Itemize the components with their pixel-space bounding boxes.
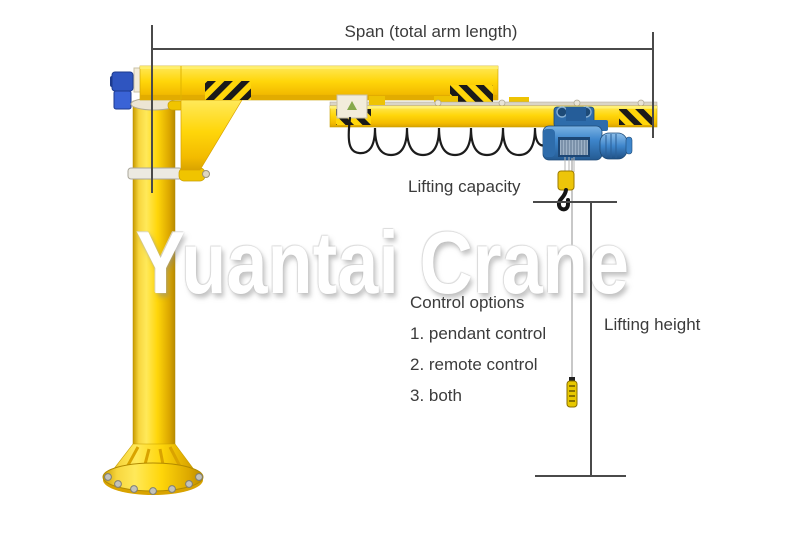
hoist-motor xyxy=(599,132,633,160)
hazard-stripe xyxy=(450,85,493,102)
control-option-pendant: 1. pendant control xyxy=(410,324,547,343)
brand-watermark: Yuantai Crane xyxy=(136,213,629,312)
pendant-controller xyxy=(566,377,578,408)
span-label: Span (total arm length) xyxy=(344,22,518,41)
lifting-height-label: Lifting height xyxy=(604,315,701,334)
track-label-box xyxy=(336,94,368,119)
control-options-title: Control options xyxy=(410,293,525,312)
hazard-stripe xyxy=(205,81,251,100)
festoon-cable xyxy=(347,116,559,157)
jib-arm xyxy=(139,65,499,171)
hook-icon xyxy=(556,188,570,212)
wire-rope xyxy=(564,157,575,172)
slewing-motor xyxy=(110,71,134,110)
warning-triangle-icon xyxy=(347,101,357,110)
hook-block xyxy=(556,170,575,212)
lifting-capacity-label: Lifting capacity xyxy=(408,177,521,196)
electric-hoist xyxy=(542,106,633,408)
crane-base xyxy=(102,443,204,495)
anchor-bolts xyxy=(104,473,203,495)
control-options-block: Control options 1. pendant control 2. re… xyxy=(410,293,546,417)
hazard-stripe xyxy=(619,109,653,125)
control-option-remote: 2. remote control xyxy=(410,355,538,374)
control-option-both: 3. both xyxy=(410,386,462,405)
